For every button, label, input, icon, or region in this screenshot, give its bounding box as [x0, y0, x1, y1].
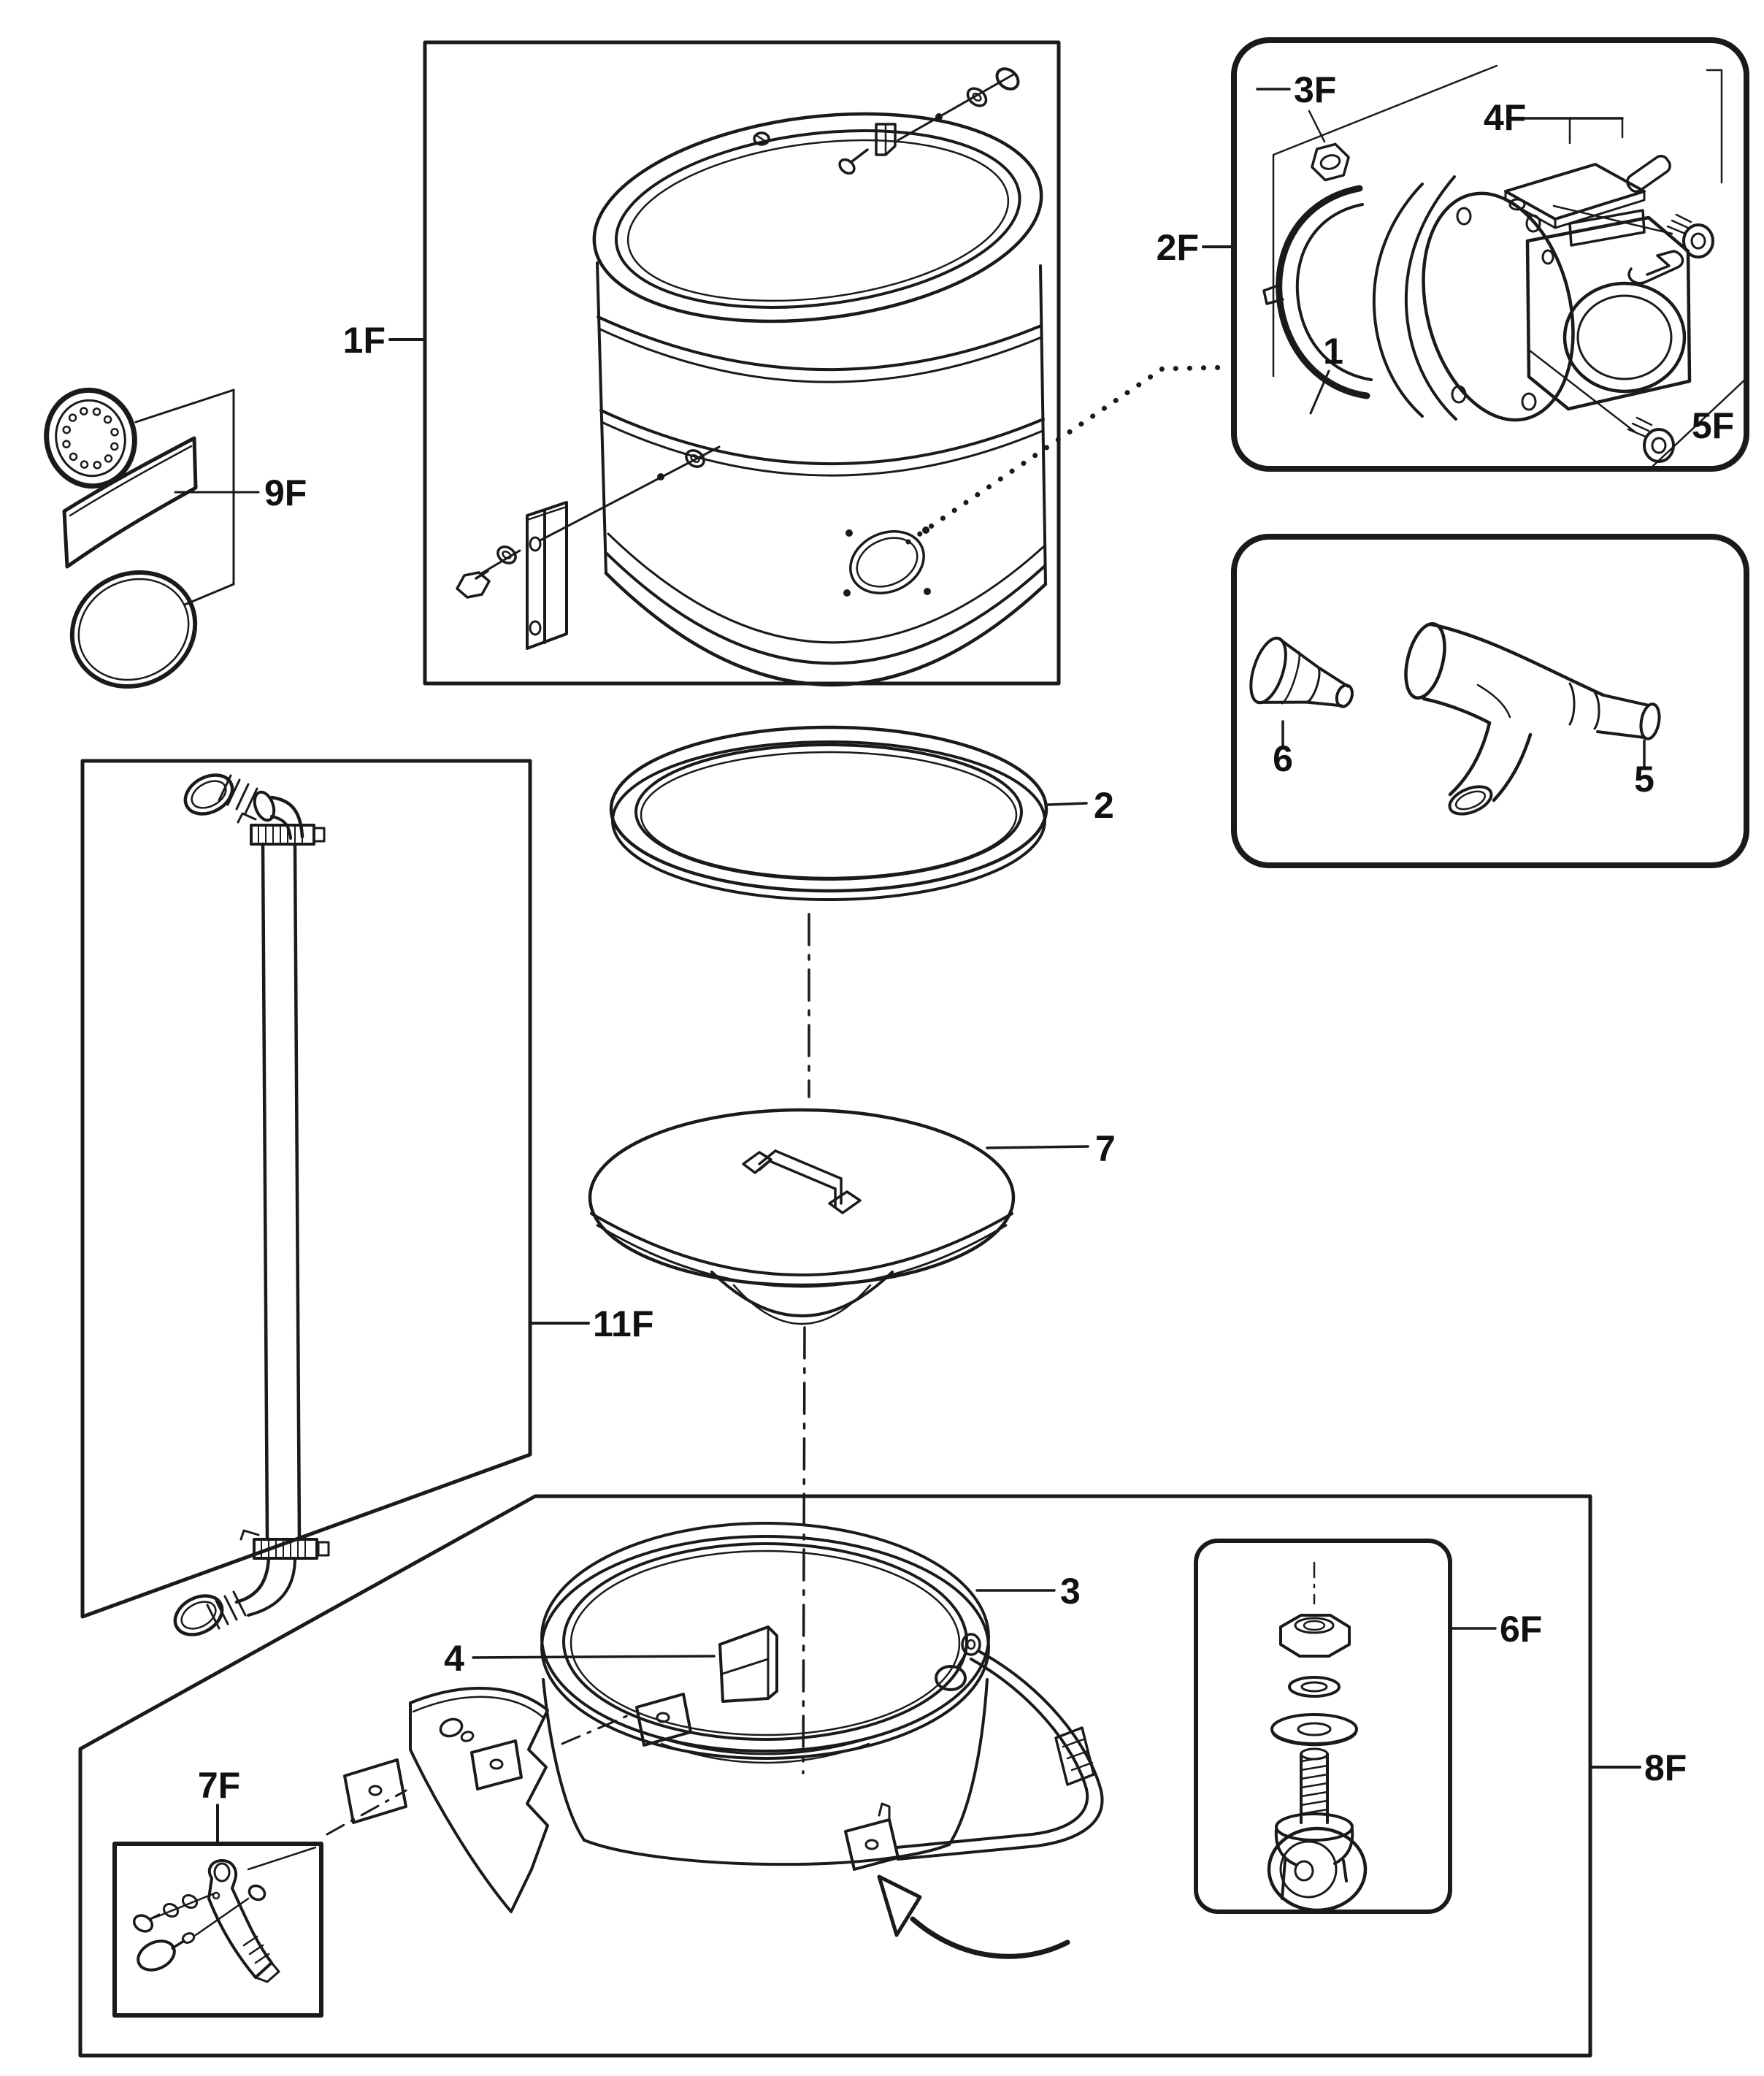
tank-lid: 7 — [588, 1108, 1116, 1325]
cover-clip — [1627, 250, 1684, 285]
tank-drum — [592, 112, 1048, 686]
gasket-kit: 9F — [44, 387, 307, 689]
oval-gasket — [69, 570, 198, 689]
latch-plate — [207, 1859, 280, 1983]
wedge-bracket: 4 — [444, 1625, 778, 1703]
handle-tube — [173, 773, 330, 1636]
curved-plate — [62, 436, 198, 569]
wedge-bracket-label: 4 — [444, 1638, 464, 1679]
latch-bolt — [132, 1891, 218, 1933]
tank-seal-ring-label: 2 — [1094, 785, 1114, 826]
caster-wheel — [1267, 1812, 1368, 1912]
cover-pin — [1626, 154, 1671, 194]
blower-screw-lower — [1528, 349, 1675, 463]
hose-reducer — [1249, 636, 1354, 708]
drum-inlet-port — [843, 526, 931, 597]
dirt-bucket-label: 3 — [1060, 1571, 1081, 1612]
gasket-kit-label: 9F — [264, 472, 307, 513]
shield-backing-plate — [343, 1758, 407, 1824]
latch-knob — [137, 1932, 196, 1972]
latch-box: 7F — [112, 1765, 323, 2018]
tank-lid-label: 7 — [1095, 1128, 1116, 1169]
tank-assembly-label: 1F — [343, 320, 386, 361]
handle-tube-label: 11F — [593, 1303, 653, 1344]
drum-screw — [838, 148, 869, 175]
blower-flange — [1422, 191, 1575, 422]
latch-label: 7F — [198, 1765, 240, 1806]
lid-handle — [742, 1149, 862, 1214]
base-panel-label: 8F — [1644, 1747, 1687, 1788]
tank-seal-ring: 2 — [609, 725, 1114, 901]
mount-nut — [1311, 142, 1350, 182]
cover-plate — [1504, 163, 1646, 229]
drum-mount-channel — [526, 501, 568, 650]
shield-bolt — [439, 1717, 475, 1742]
mounting-screws-label: 5F — [1692, 405, 1734, 446]
hose-reducer-label: 6 — [1273, 738, 1293, 779]
latch-washers — [162, 1893, 199, 1918]
dirt-bucket: 3 — [470, 1522, 1104, 1871]
accessories-box: 6 5 — [1231, 534, 1749, 868]
mount-nut-label: 3F — [1294, 69, 1336, 110]
blower-mount-bracket — [1262, 185, 1373, 399]
caster-stem — [1300, 1747, 1329, 1824]
bucket-mount-tab-left — [635, 1693, 692, 1747]
drum-top-fasteners — [753, 67, 1020, 175]
center-line-lower — [802, 1326, 806, 1774]
caster-lock-washer — [1288, 1676, 1341, 1698]
caster-nut — [1279, 1614, 1351, 1658]
handle-tube-panel: 11F — [80, 759, 653, 1636]
dotted-leader-line — [905, 364, 1234, 545]
blower-gaskets — [1372, 175, 1457, 421]
blower-assembly-box: 2F 3F 4F — [1157, 37, 1749, 472]
caster-label: 6F — [1500, 1609, 1542, 1650]
latch-nut — [194, 1884, 266, 1937]
base-panel: 8F — [78, 1494, 1687, 2058]
caster-box: 6F — [1194, 1539, 1542, 1914]
blower-screw-upper — [1552, 204, 1714, 258]
tank-assembly-box: 1F — [343, 40, 1061, 686]
drum-side-fasteners — [456, 445, 721, 599]
bucket-mount-tab-lower — [470, 1739, 523, 1790]
perforated-plate — [44, 387, 137, 489]
bucket-foot-bracket — [844, 1802, 900, 1871]
blower-assembly-label: 2F — [1157, 227, 1199, 268]
cover-kit-label: 4F — [1484, 97, 1526, 138]
blower-housing-body — [1525, 209, 1692, 411]
y-hose-connector-label: 5 — [1634, 759, 1654, 800]
deflector-shield — [326, 1687, 635, 1913]
blower-housing-label: 1 — [1323, 331, 1343, 372]
direction-arrow — [877, 1874, 1070, 1959]
y-hose-connector — [1404, 621, 1661, 816]
bucket-bail-handle — [895, 1633, 1104, 1861]
caster-flat-washer — [1270, 1713, 1358, 1747]
